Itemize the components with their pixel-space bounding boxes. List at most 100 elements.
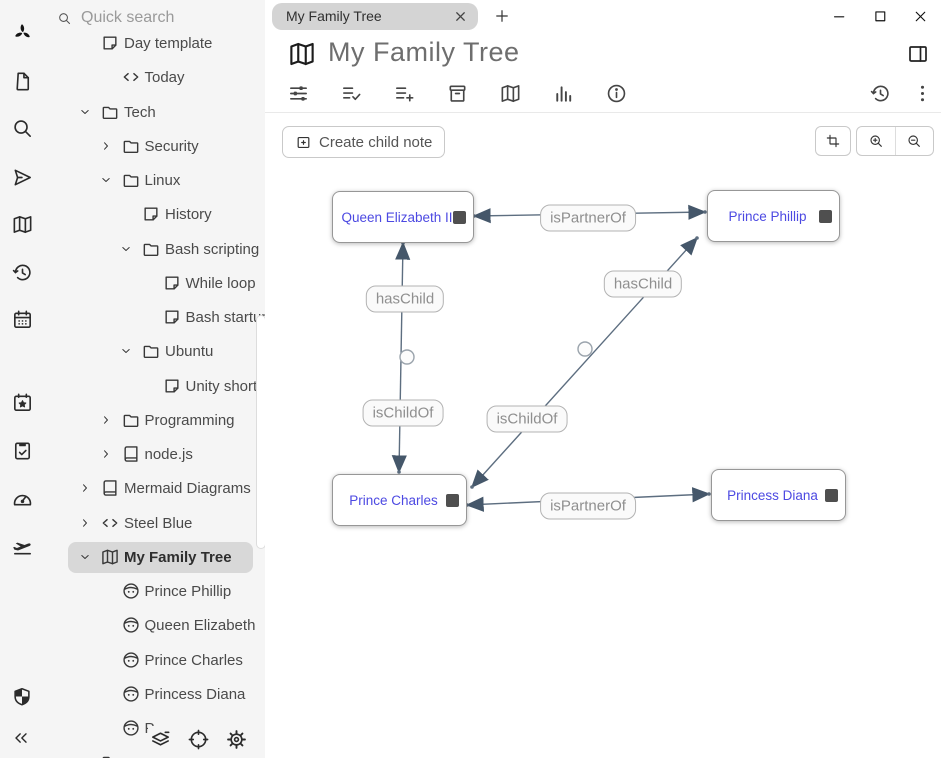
ribbon-dots-icon[interactable]	[911, 82, 934, 105]
tree-item-label: Unity shortc	[185, 377, 265, 395]
tree-item-programming[interactable]: Programming	[45, 405, 265, 436]
tree-item-label: Day template	[124, 35, 213, 52]
chevron-right-icon[interactable]	[78, 516, 92, 530]
chevron-right-icon[interactable]	[99, 413, 113, 427]
search-icon[interactable]	[11, 117, 34, 140]
tree-item-unity-shortc[interactable]: Unity shortc	[45, 371, 265, 402]
chevron-right-icon[interactable]	[78, 481, 92, 495]
maximize-button[interactable]	[872, 8, 889, 25]
tree-item-label: Prince Charles	[144, 651, 243, 669]
tree-item-prince-phillip[interactable]: Prince Phillip	[45, 576, 265, 607]
folder-icon	[121, 410, 141, 430]
map-node-label: Prince Charles	[349, 492, 438, 508]
tree-item-label: History	[165, 206, 212, 224]
tree-item-label: Programming	[144, 411, 235, 429]
chevron-down-icon[interactable]	[99, 173, 113, 187]
tree-item-linux[interactable]: Linux	[45, 165, 265, 196]
tree-item-while-loop[interactable]: While loop	[45, 268, 265, 299]
resize-handle[interactable]	[819, 209, 832, 223]
tree-item-my-family-tree[interactable]: My Family Tree	[45, 541, 265, 573]
tree-item-prince-charles[interactable]: Prince Charles	[45, 645, 265, 676]
tree-item-node-js[interactable]: node.js	[45, 439, 265, 470]
ribbon-tune-icon[interactable]	[287, 82, 310, 105]
tree-item-princess-diana[interactable]: Princess Diana	[45, 679, 265, 710]
map-node-qe2[interactable]: Queen Elizabeth II	[332, 191, 474, 243]
calendar-star-icon[interactable]	[11, 391, 34, 414]
split-view-icon[interactable]	[906, 42, 930, 66]
book-map-icon	[100, 547, 120, 567]
tree-item-history[interactable]: History	[45, 199, 265, 230]
plane-icon[interactable]	[11, 535, 34, 558]
new-tab-button[interactable]	[493, 7, 511, 25]
map-node-phillip[interactable]: Prince Phillip	[707, 190, 840, 242]
tree-item-security[interactable]: Security	[45, 131, 265, 162]
ribbon-info-icon[interactable]	[605, 82, 628, 105]
quick-search-input[interactable]: Quick search	[45, 0, 265, 36]
tree-item-label: Today	[144, 69, 185, 87]
zoom-out-button[interactable]	[896, 127, 934, 155]
collapse-icon[interactable]	[11, 728, 34, 751]
note-icon	[162, 307, 182, 327]
chevron-right-icon[interactable]	[99, 139, 113, 153]
chevron-down-icon[interactable]	[119, 242, 133, 256]
resize-handle[interactable]	[446, 493, 459, 507]
edge-label-ischildof: isChildOf	[362, 399, 444, 427]
zoom-in-icon	[868, 133, 884, 149]
tree-item-bash-scripting[interactable]: Bash scripting	[45, 234, 265, 265]
tree-item-ubuntu[interactable]: Ubuntu	[45, 336, 265, 367]
new-note-icon[interactable]	[11, 70, 34, 93]
ribbon-book-map-icon[interactable]	[499, 82, 522, 105]
reset-pan-zoom-button[interactable]	[815, 126, 851, 156]
chevron-down-icon[interactable]	[78, 550, 92, 564]
tree-item-label: While loop	[185, 274, 256, 292]
shield-icon[interactable]	[11, 686, 34, 709]
target-icon[interactable]	[186, 726, 211, 753]
tree-item-queen-elizabeth[interactable]: Queen Elizabeth	[45, 610, 265, 641]
map-node-charles[interactable]: Prince Charles	[332, 474, 467, 526]
tree-item-bash-startup[interactable]: Bash startup	[45, 302, 265, 333]
clipboard-check-icon[interactable]	[11, 439, 34, 462]
tab-my-family-tree[interactable]: My Family Tree	[272, 3, 478, 30]
ribbon-history-icon[interactable]	[869, 82, 892, 105]
map-node-diana[interactable]: Princess Diana	[711, 469, 846, 521]
tree-item-label: Security	[144, 137, 199, 155]
create-child-note-button[interactable]: Create child note	[282, 126, 446, 158]
calendar-icon[interactable]	[11, 308, 34, 331]
chevron-right-icon[interactable]	[99, 447, 113, 461]
note-title[interactable]: My Family Tree	[328, 37, 520, 67]
ribbon-list-check-icon[interactable]	[340, 82, 363, 105]
tree-item-today[interactable]: Today	[45, 62, 265, 93]
book-map-icon[interactable]	[11, 213, 34, 236]
tree-item-steel-blue[interactable]: Steel Blue	[45, 508, 265, 539]
ribbon-archive-icon[interactable]	[446, 82, 469, 105]
tree-item-day-template[interactable]: Day template	[45, 28, 265, 59]
resize-handle[interactable]	[825, 488, 838, 502]
gear-icon[interactable]	[224, 726, 249, 753]
search-icon	[57, 11, 72, 26]
tree-item-tech[interactable]: Tech	[45, 97, 265, 128]
minimize-button[interactable]	[831, 8, 848, 25]
tab-close-icon[interactable]	[453, 9, 468, 24]
layers-icon[interactable]	[148, 726, 173, 753]
person-icon	[121, 718, 141, 738]
edge-label-haschild: hasChild	[365, 285, 445, 313]
gauge-icon[interactable]	[11, 487, 34, 510]
logo-icon[interactable]	[11, 21, 34, 44]
resize-handle[interactable]	[453, 210, 466, 224]
history-icon[interactable]	[11, 261, 34, 284]
tree-item-mermaid-diagrams[interactable]: Mermaid Diagrams	[45, 473, 265, 504]
tree-scrollbar-thumb[interactable]	[256, 315, 265, 549]
folder-icon	[100, 102, 120, 122]
note-icon	[162, 376, 182, 396]
tree-item-label: Steel Blue	[124, 514, 193, 532]
zoom-in-button[interactable]	[857, 127, 896, 155]
person-icon	[121, 684, 141, 704]
send-icon[interactable]	[11, 166, 34, 189]
chevron-down-icon[interactable]	[119, 344, 133, 358]
launcher-bar	[0, 0, 45, 758]
close-button[interactable]	[912, 8, 929, 25]
chevron-down-icon[interactable]	[78, 105, 92, 119]
ribbon-bar-chart-icon[interactable]	[552, 82, 575, 105]
ribbon-list-plus-icon[interactable]	[393, 82, 416, 105]
